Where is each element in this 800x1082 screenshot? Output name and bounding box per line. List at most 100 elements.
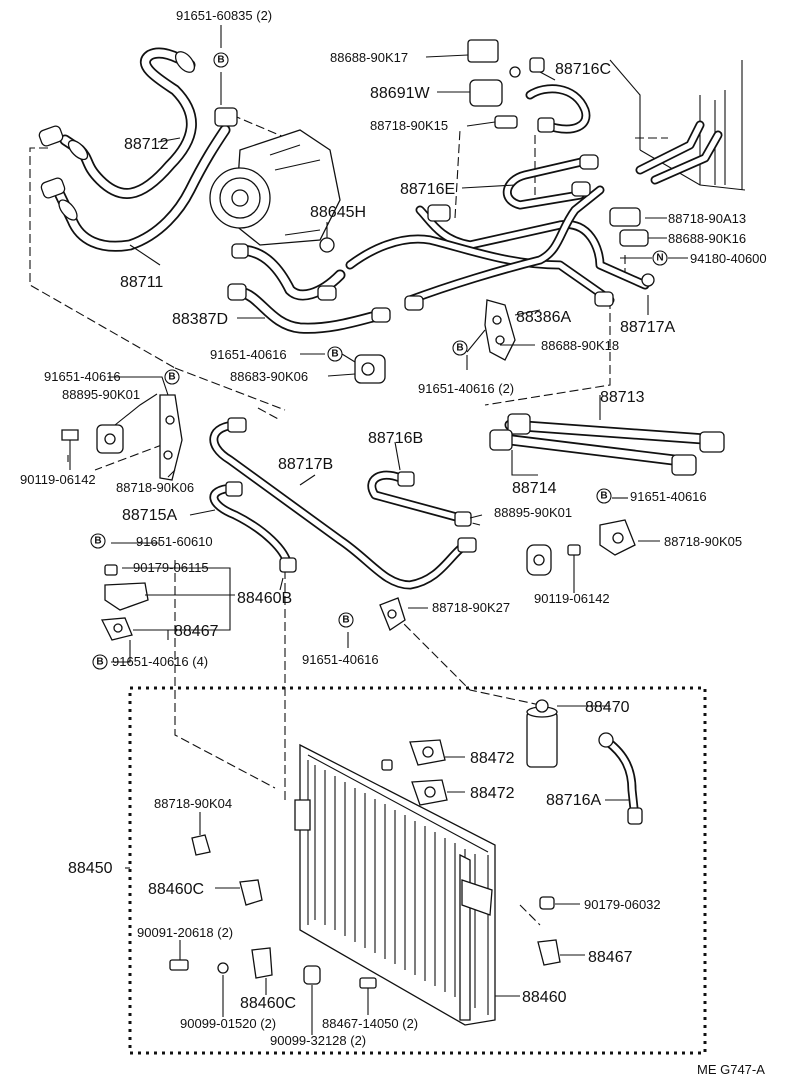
part-label: 90099-32128 (2) bbox=[270, 1033, 366, 1048]
part-label: 91651-60610 bbox=[136, 534, 213, 549]
part-label: 88712 bbox=[124, 136, 169, 153]
part-label: 88895-90K01 bbox=[494, 505, 572, 520]
part-label: 88716A bbox=[546, 792, 601, 809]
n-mark: N bbox=[652, 250, 668, 266]
b-mark: B bbox=[596, 488, 612, 504]
part-label: 88715A bbox=[122, 507, 177, 524]
clamp-88895-90K01 bbox=[526, 544, 552, 576]
part-label: 88716C bbox=[555, 61, 611, 78]
part-label: 88472 bbox=[470, 750, 515, 767]
part-label: 91651-40616 bbox=[210, 347, 287, 362]
receiver-88470 bbox=[526, 699, 558, 768]
part-label: 91651-40616 bbox=[302, 652, 379, 667]
pipe-88717B bbox=[209, 417, 477, 590]
svg-text:B: B bbox=[96, 657, 103, 668]
part-label: 91651-40616 bbox=[44, 369, 121, 384]
top-fittings bbox=[319, 39, 655, 311]
clamp-88688-90K18 bbox=[484, 299, 516, 361]
bracket-88460B bbox=[100, 564, 149, 641]
svg-text:B: B bbox=[331, 349, 338, 360]
svg-text:B: B bbox=[456, 343, 463, 354]
part-label: 90091-20618 (2) bbox=[137, 925, 233, 940]
part-label: 88718-90K06 bbox=[116, 480, 194, 495]
part-label: 88387D bbox=[172, 311, 228, 328]
part-label: 88683-90K06 bbox=[230, 369, 308, 384]
condenser-88450 bbox=[294, 743, 496, 1026]
part-label: 88718-90K05 bbox=[664, 534, 742, 549]
part-label: 91651-40616 (2) bbox=[418, 381, 514, 396]
b-mark: B bbox=[213, 52, 229, 68]
condenser-group-box bbox=[128, 686, 707, 1055]
part-label: 88450 bbox=[68, 860, 113, 877]
pipe-88715A bbox=[209, 481, 297, 573]
part-label: 88688-90K18 bbox=[541, 338, 619, 353]
part-label: 88467-14050 (2) bbox=[322, 1016, 418, 1031]
tube-88716E bbox=[503, 155, 595, 210]
svg-text:B: B bbox=[94, 536, 101, 547]
part-label: 88467 bbox=[174, 623, 219, 640]
part-label: 88718-90A13 bbox=[668, 211, 746, 226]
part-label: 88460C bbox=[148, 881, 204, 898]
part-label: 88717B bbox=[278, 456, 333, 473]
svg-text:B: B bbox=[217, 55, 224, 66]
bracket-88718-90K06 bbox=[61, 394, 183, 481]
compressor bbox=[209, 129, 341, 246]
part-label: 90179-06032 bbox=[584, 897, 661, 912]
part-label: 94180-40600 bbox=[690, 251, 767, 266]
bracket-88718-90K05 bbox=[567, 519, 636, 580]
circled-marks: B N B B B B B B B bbox=[90, 52, 668, 670]
part-label: 88717A bbox=[620, 319, 675, 336]
part-labels: 91651-60835 (2) 88712 88711 88688-90K17 … bbox=[20, 8, 767, 1077]
b-mark: B bbox=[90, 533, 106, 549]
part-label: 88688-90K16 bbox=[668, 231, 746, 246]
hose-88713 bbox=[504, 413, 725, 453]
svg-text:B: B bbox=[168, 372, 175, 383]
pipe-88716B bbox=[367, 470, 472, 527]
part-label: 88460B bbox=[237, 590, 292, 607]
pipe-88716A bbox=[598, 732, 643, 825]
diagram-code: ME G747-A bbox=[697, 1062, 765, 1077]
part-label: 90099-01520 (2) bbox=[180, 1016, 276, 1031]
condenser-small-parts bbox=[169, 834, 561, 989]
part-label: 88714 bbox=[512, 480, 557, 497]
clamp-88683-90K06 bbox=[354, 354, 386, 384]
brackets-88472 bbox=[381, 739, 448, 806]
part-label: 88716E bbox=[400, 181, 455, 198]
part-label: 90119-06142 bbox=[20, 472, 96, 487]
b-mark: B bbox=[452, 340, 468, 356]
part-label: 91651-40616 (4) bbox=[112, 654, 208, 669]
part-label: 88467 bbox=[588, 949, 633, 966]
firewall bbox=[609, 59, 746, 191]
hose-88712 bbox=[38, 47, 197, 199]
part-label: 88895-90K01 bbox=[62, 387, 140, 402]
part-label: 88718-90K27 bbox=[432, 600, 510, 615]
tube-88386A bbox=[345, 185, 650, 305]
part-label: 88460C bbox=[240, 995, 296, 1012]
part-label: 91651-40616 bbox=[630, 489, 707, 504]
hose-88711 bbox=[40, 107, 238, 252]
b-mark: B bbox=[327, 346, 343, 362]
svg-text:N: N bbox=[656, 253, 663, 264]
part-label: 88645H bbox=[310, 204, 366, 221]
b-mark: B bbox=[164, 369, 180, 385]
svg-text:B: B bbox=[600, 491, 607, 502]
part-label: 88386A bbox=[516, 309, 571, 326]
part-label: 88716B bbox=[368, 430, 423, 447]
part-label: 88711 bbox=[120, 274, 163, 291]
hose-88387D bbox=[227, 243, 391, 334]
hose-88714 bbox=[489, 429, 697, 476]
leader-lines bbox=[67, 25, 688, 1035]
part-label: 88470 bbox=[585, 699, 630, 716]
b-mark: B bbox=[338, 612, 354, 628]
part-label: 90119-06142 bbox=[534, 591, 610, 606]
svg-text:B: B bbox=[342, 615, 349, 626]
part-label: 88718-90K04 bbox=[154, 796, 232, 811]
part-label: 88472 bbox=[470, 785, 515, 802]
part-label: 88691W bbox=[370, 85, 430, 102]
part-label: 91651-60835 (2) bbox=[176, 8, 272, 23]
part-label: 88713 bbox=[600, 389, 645, 406]
part-label: 88460 bbox=[522, 989, 567, 1006]
part-label: 88688-90K17 bbox=[330, 50, 408, 65]
b-mark: B bbox=[92, 654, 108, 670]
